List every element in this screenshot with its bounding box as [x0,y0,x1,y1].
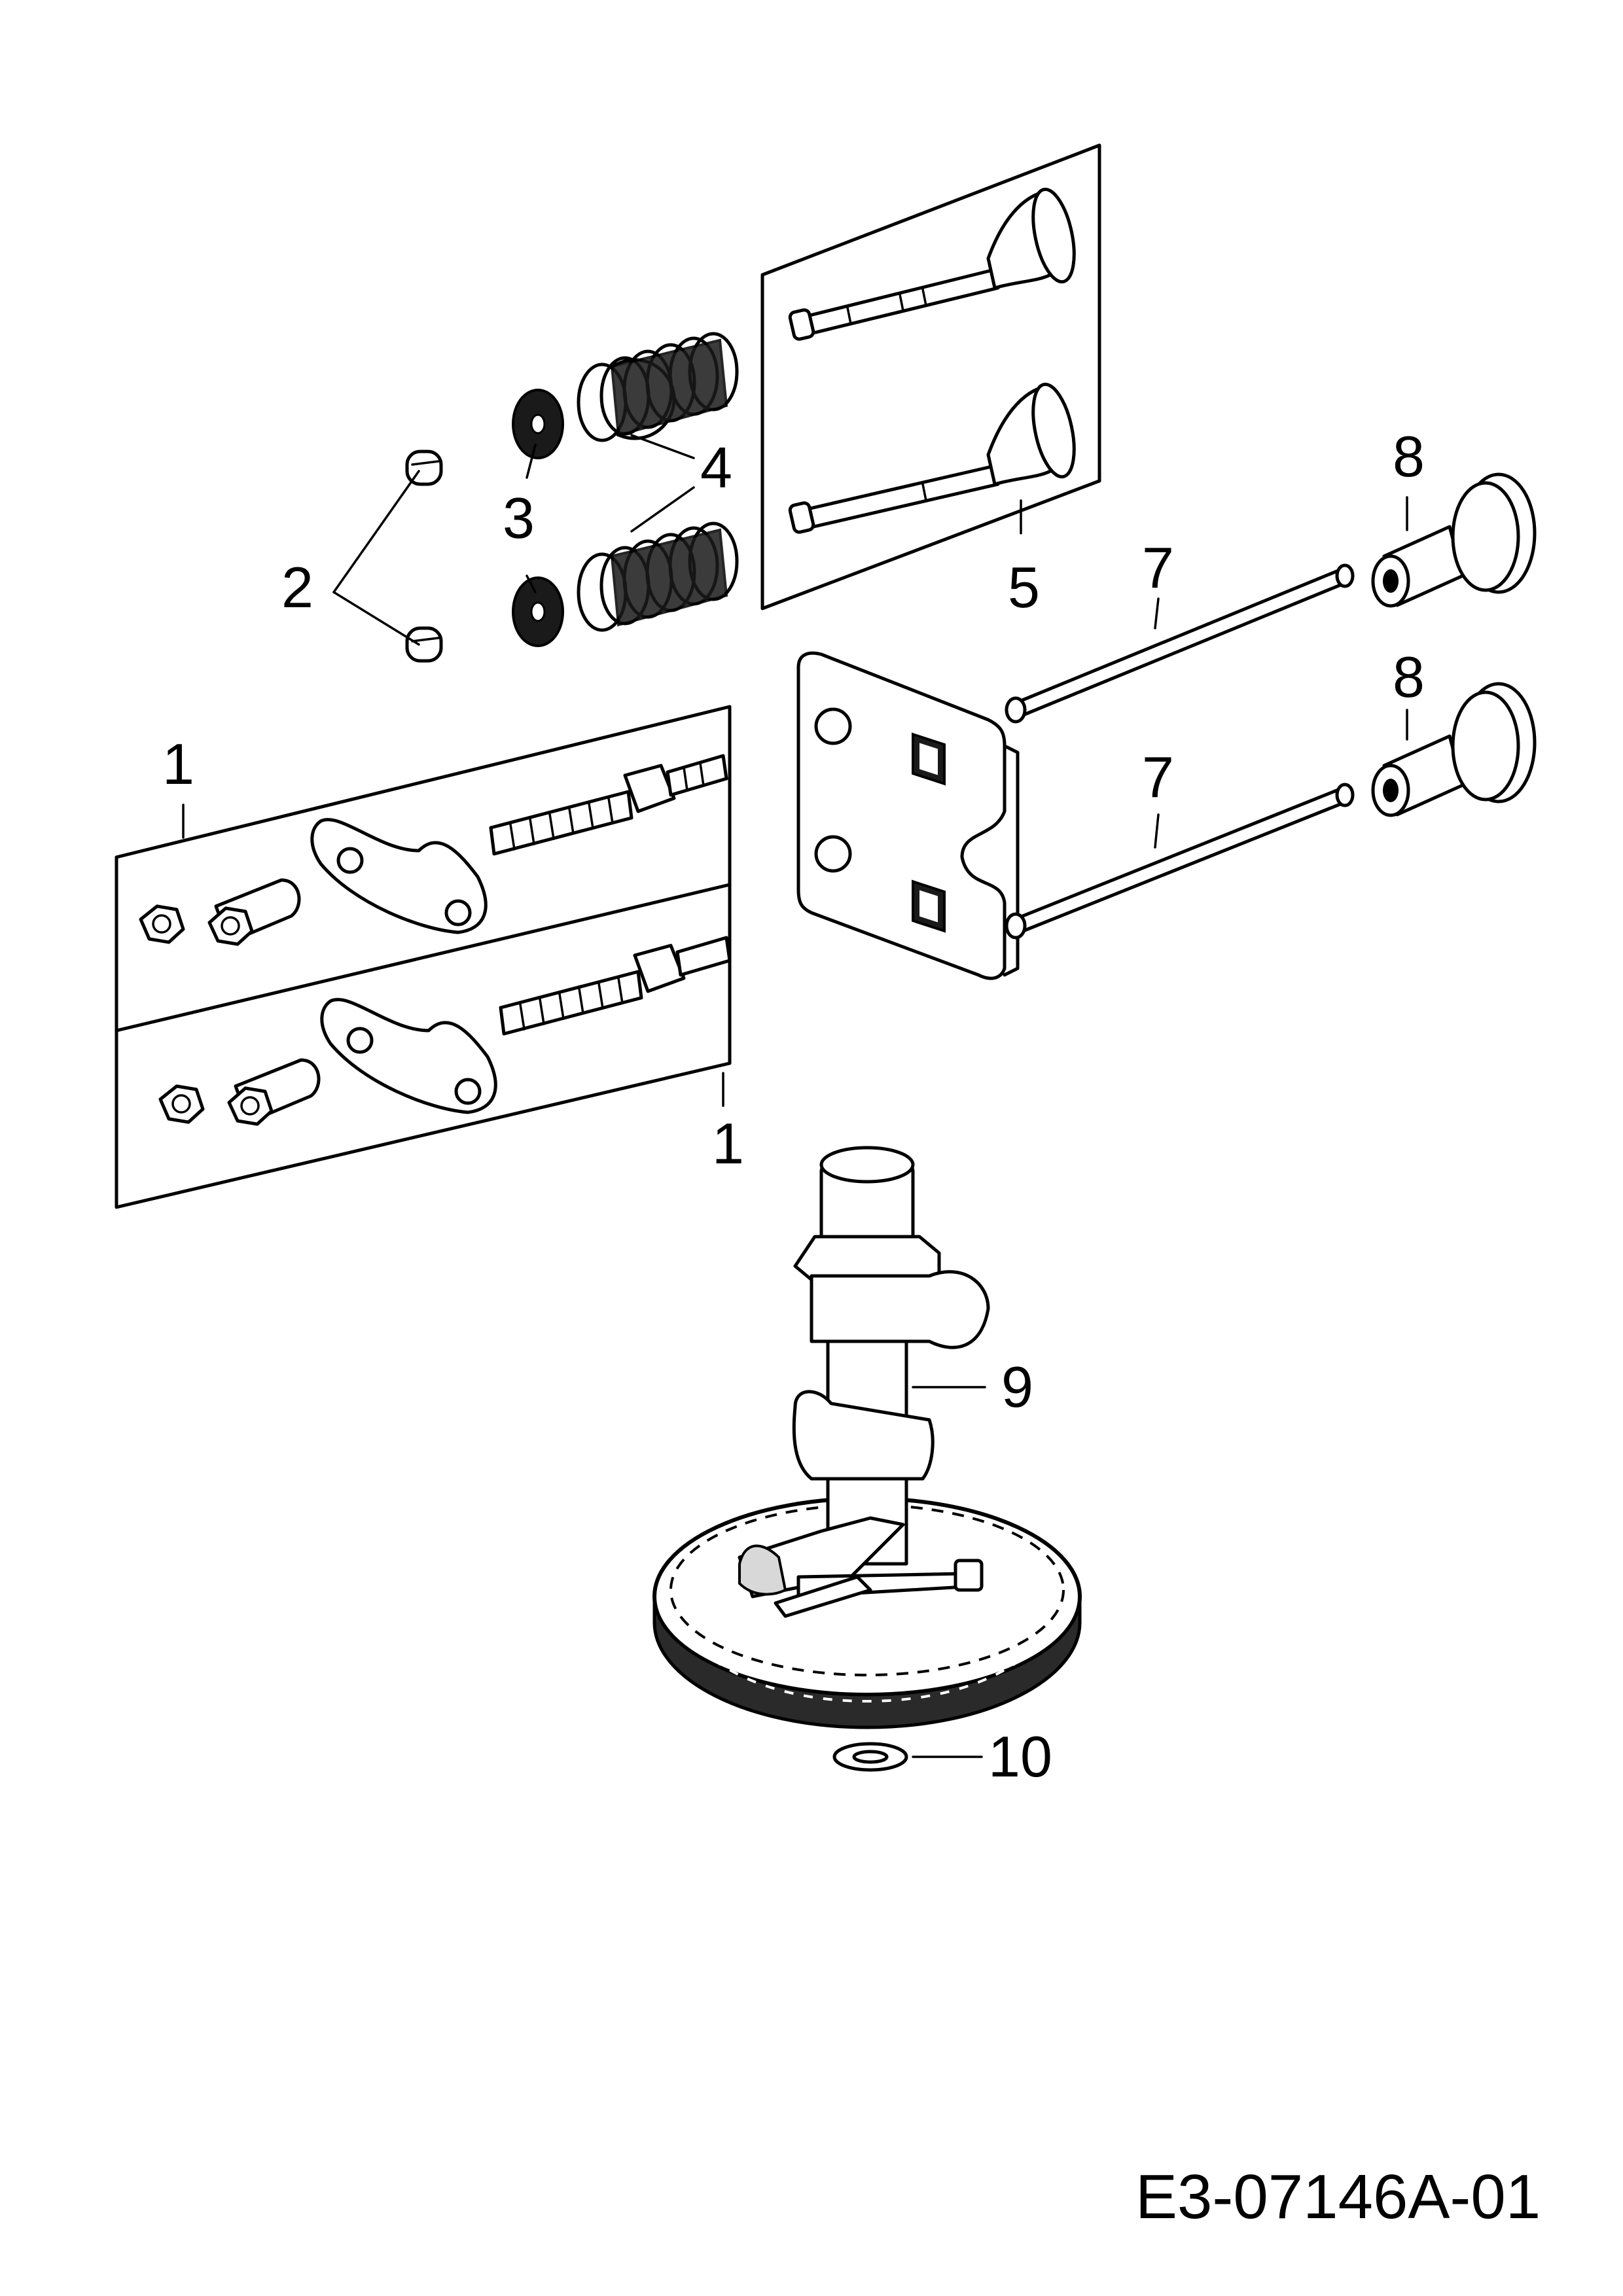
callout-1-top: 1 [162,732,194,796]
valve-bottom[interactable] [788,381,1082,534]
callout-4: 4 [700,435,732,500]
pivot-nut-lower[interactable] [227,1058,321,1126]
pivot-nut-upper[interactable] [207,878,301,946]
spring-retainer-bottom[interactable] [512,576,564,647]
callout-1-bottom: 1 [712,1111,744,1176]
valve-spring-top[interactable] [577,332,739,442]
callout-7-bottom: 7 [1142,745,1174,809]
callout-7-top: 7 [1142,535,1174,600]
push-rod-top[interactable] [1005,563,1355,724]
callout-9: 9 [1001,1354,1033,1419]
tappet-top[interactable] [1371,472,1537,608]
callout-labels: 1 1 2 3 4 5 7 7 8 8 9 10 E3-07146A-01 [162,424,1541,2232]
callout-8-top: 8 [1393,424,1425,489]
push-rod-bottom[interactable] [1005,783,1355,940]
governor-weights [738,1516,984,1618]
adjusting-nut-upper[interactable] [139,904,185,944]
leader-lines [182,434,1408,1758]
callout-3: 3 [503,486,535,550]
adjusting-nut-lower[interactable] [158,1084,205,1124]
tappet-bottom[interactable] [1371,682,1537,817]
callout-5: 5 [1008,555,1040,620]
callout-8-bottom: 8 [1393,645,1425,709]
spring-retainer-top[interactable] [512,389,564,459]
valve-spring-bottom[interactable] [577,521,739,632]
callout-10: 10 [988,1724,1052,1789]
push-rod-guide-plate[interactable] [796,651,1020,980]
washer[interactable] [832,1742,908,1772]
drawing-code: E3-07146A-01 [1135,2162,1541,2232]
adjusting-stud-lower[interactable] [499,936,732,1036]
callout-2: 2 [281,555,313,620]
camshaft[interactable] [652,1146,1082,1729]
rocker-set-upper[interactable] [139,754,728,946]
rocker-arm-group[interactable] [115,705,732,1209]
adjusting-stud-upper[interactable] [489,754,728,856]
valve-top[interactable] [788,186,1082,341]
valve-keeper-bottom[interactable] [405,626,443,663]
rocker-set-lower[interactable] [158,936,732,1126]
valve-group[interactable] [760,143,1101,610]
